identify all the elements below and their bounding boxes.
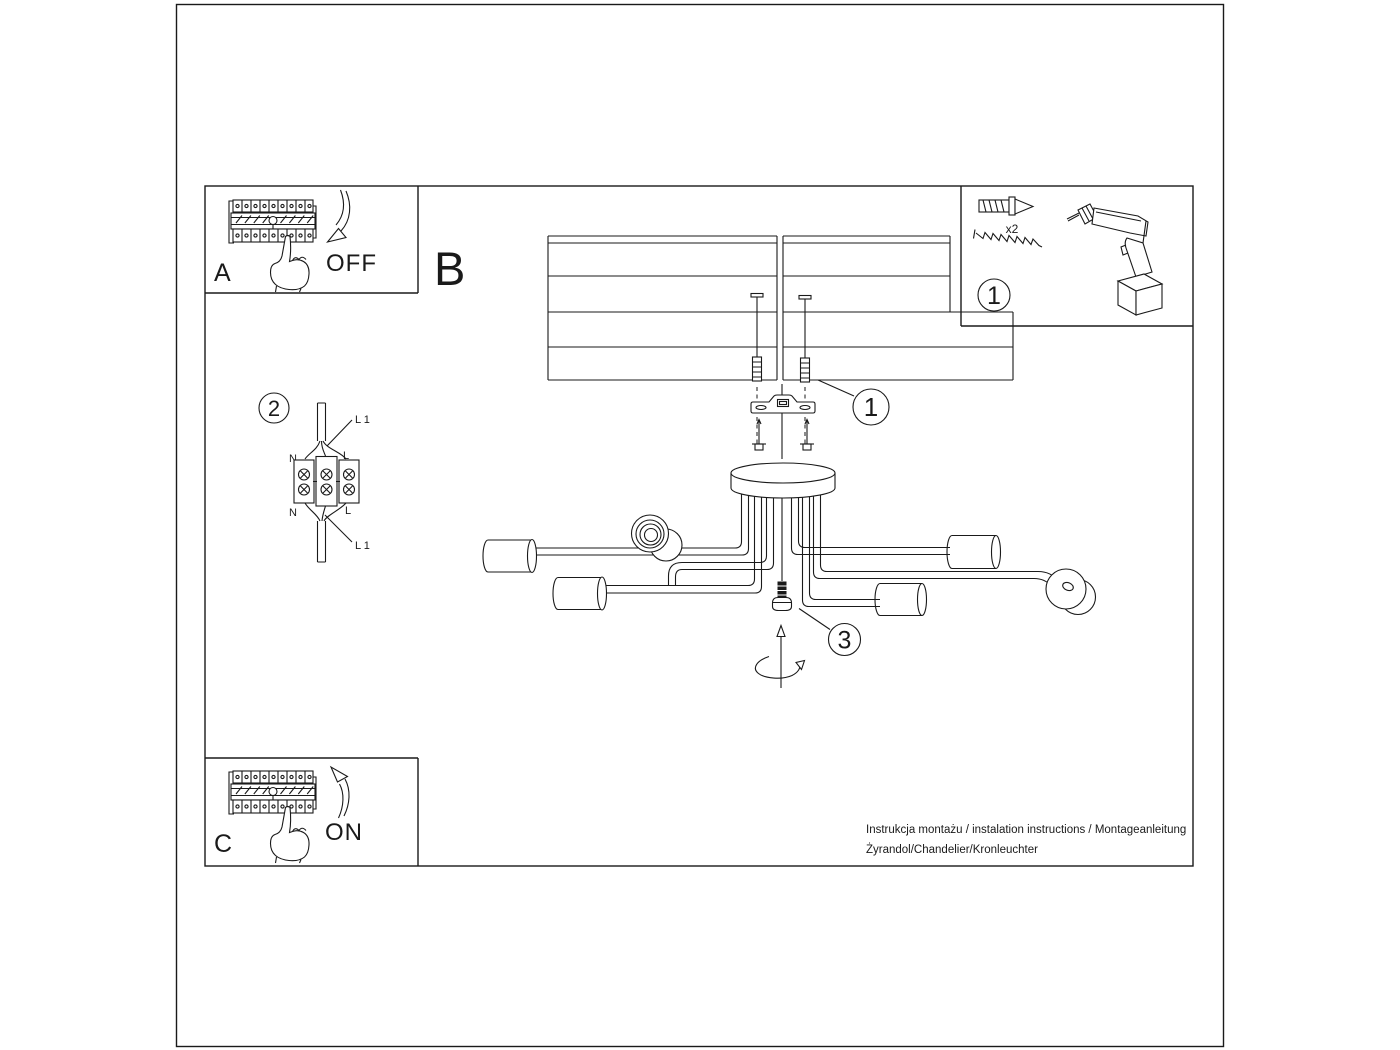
callout-circle <box>827 622 862 657</box>
section-c: C ON <box>214 765 363 864</box>
step-number: 1 <box>987 282 1001 310</box>
mounting-screw-right <box>798 294 812 358</box>
socket-upper-right <box>946 534 1002 570</box>
center-stud <box>777 581 787 598</box>
wire-label-l-bottom: L <box>345 505 351 517</box>
rotation-arrow-icon <box>754 655 806 679</box>
sheet-border <box>175 3 1225 1048</box>
content-frame <box>204 185 1194 867</box>
pointing-hand-icon <box>269 805 310 864</box>
callout-leader <box>817 379 855 397</box>
arrow-up-icon <box>329 765 350 819</box>
mounting-screw-left <box>750 292 764 357</box>
callout-leader <box>798 608 831 630</box>
drill-icon <box>1066 203 1164 316</box>
pointing-hand-icon <box>269 234 310 293</box>
ceiling-illustration: 1 <box>547 235 1014 459</box>
arrow-down-icon <box>326 189 351 243</box>
fixture-cable <box>304 502 347 563</box>
section-a-label: A <box>214 259 231 287</box>
section-a: A OFF <box>214 189 377 293</box>
canopy-screw-left <box>752 418 766 451</box>
supply-cable <box>304 402 347 460</box>
step-number-circle <box>977 278 1011 312</box>
callout-number-mounting: 1 <box>864 392 878 422</box>
parts-box: x2 1 <box>972 196 1164 316</box>
wire-label-l1-bottom: L 1 <box>355 540 370 552</box>
terminal-block <box>293 455 360 507</box>
callout-circle <box>852 388 890 426</box>
step-number: 2 <box>268 396 280 421</box>
arrow-up-icon <box>776 623 786 688</box>
footer-line1: Instrukcja montażu / instalation instruc… <box>866 824 1186 836</box>
ceiling-boards <box>547 235 1014 381</box>
socket-end-view <box>1045 568 1097 616</box>
section-c-label: C <box>214 830 232 858</box>
breaker-panel-illustration <box>228 199 317 244</box>
chandelier-illustration: 3 <box>482 462 1097 688</box>
step-number-circle <box>258 392 290 424</box>
off-label: OFF <box>326 250 377 277</box>
socket-ring-detail <box>630 514 683 562</box>
l1-leader-bottom <box>324 514 353 543</box>
callout-number-knob: 3 <box>838 627 852 655</box>
footer-line2: Żyrandol/Chandelier/Kronleuchter <box>866 843 1038 856</box>
wire-label-n-top: N <box>289 453 297 465</box>
on-label: ON <box>325 819 363 846</box>
wall-plug-left <box>751 356 763 382</box>
wire-label-l-top: L <box>343 450 349 462</box>
socket-lower-left <box>552 576 608 611</box>
socket-far-left <box>482 538 538 574</box>
l1-leader-top <box>326 419 353 447</box>
screw-icon <box>972 229 1043 248</box>
breaker-panel-illustration <box>228 770 317 815</box>
mounting-bracket <box>750 394 816 414</box>
socket-lower-right <box>874 582 928 617</box>
footer-text: Instrukcja montażu / instalation instruc… <box>866 824 1186 856</box>
wiring-diagram: 2 L 1 N L <box>258 392 370 563</box>
alignment-dashes <box>756 387 806 444</box>
wall-plug-right <box>799 357 811 383</box>
canopy <box>730 462 836 499</box>
wire-label-l1-top: L 1 <box>355 414 370 426</box>
wall-plug-icon <box>978 196 1035 216</box>
chandelier-arms <box>536 480 1059 608</box>
canopy-screw-right <box>800 418 814 451</box>
plug-quantity-label: x2 <box>1006 222 1019 236</box>
section-b-label: B <box>434 242 465 295</box>
locking-knob <box>771 596 793 612</box>
wire-label-n-bottom: N <box>289 507 297 519</box>
